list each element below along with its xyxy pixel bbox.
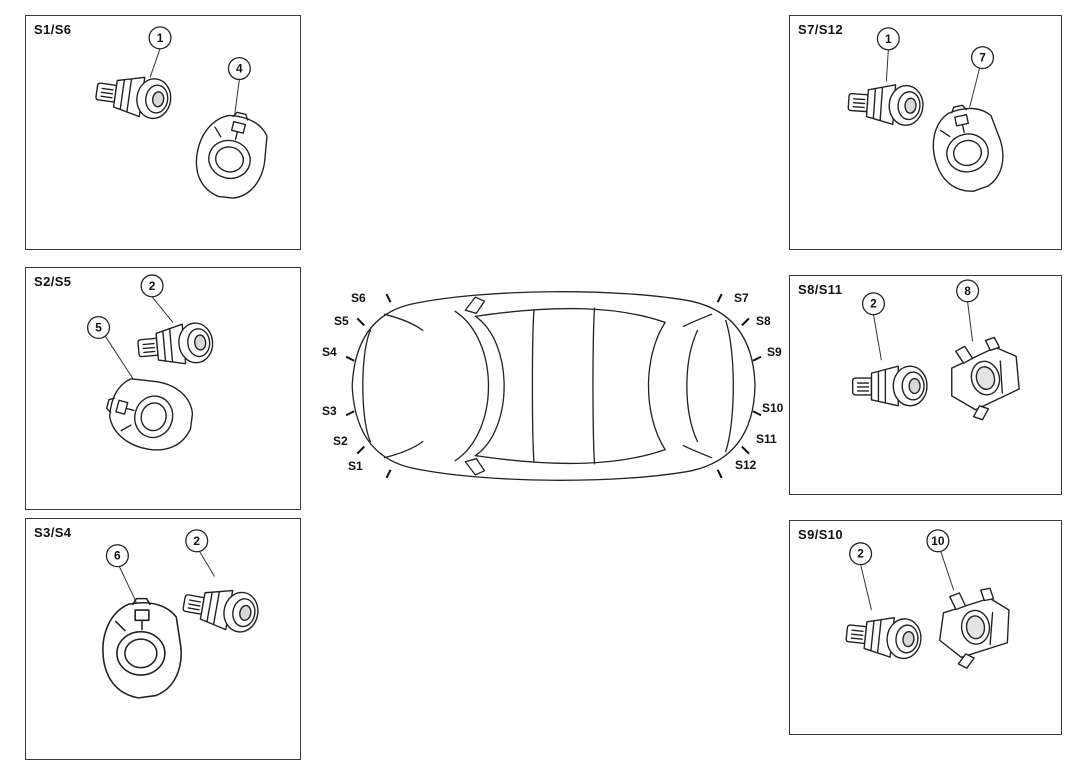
svg-text:2: 2 (857, 547, 864, 561)
panel-s2-s5: S2/S5 2 5 (25, 267, 301, 510)
sensor-illustration (180, 581, 262, 636)
panel-s3-s4-label: S3/S4 (34, 525, 72, 540)
car-sensor-label-s1: S1 (348, 459, 363, 473)
car-sensor-label-s4: S4 (322, 345, 337, 359)
car-sensor-label-s3: S3 (322, 404, 337, 418)
svg-text:2: 2 (193, 534, 200, 548)
car-sensor-label-s10: S10 (762, 401, 784, 415)
bracket-illustration (935, 581, 1016, 674)
panel-s1-s6-label: S1/S6 (34, 22, 72, 37)
panel-s2-s5-label: S2/S5 (34, 274, 72, 289)
panel-s9-s10-label: S9/S10 (798, 527, 844, 542)
callout-10: 10 (926, 529, 950, 553)
panel-s7-s12-label: S7/S12 (798, 22, 844, 37)
sensor-illustration (93, 70, 174, 122)
car-sensor-label-s7: S7 (734, 291, 749, 305)
sensor-illustration (846, 80, 925, 128)
car-sensor-label-s12: S12 (735, 458, 757, 472)
bracket-illustration (102, 597, 182, 699)
svg-text:1: 1 (157, 31, 164, 45)
callout-4: 4 (227, 56, 251, 81)
callout-2: 2 (861, 292, 886, 316)
panel-s1-s6-illustration: 1 4 (93, 26, 276, 207)
panel-s9-s10-illustration: 2 10 (844, 529, 1016, 674)
callout-2: 2 (140, 274, 164, 298)
panel-s8-s11-illustration: 2 8 (851, 279, 1020, 421)
bracket-illustration (187, 104, 276, 207)
sensor-illustration (136, 320, 215, 369)
svg-text:1: 1 (885, 32, 892, 46)
car-sensor-label-s6: S6 (351, 291, 366, 305)
panel-s3-s4-illustration: 6 2 (102, 529, 262, 699)
callout-1: 1 (148, 26, 172, 50)
callout-5: 5 (86, 315, 111, 340)
svg-text:2: 2 (870, 297, 877, 311)
callout-8: 8 (956, 279, 980, 303)
svg-text:8: 8 (964, 284, 971, 298)
car-sensor-label-s2: S2 (333, 434, 348, 448)
sensor-illustration (844, 612, 924, 661)
panel-s8-s11-label: S8/S11 (798, 282, 843, 297)
car-top-view: S6 S5 S4 S3 S2 S1 S7 S8 S9 S10 S11 S12 (315, 280, 783, 495)
car-sensor-label-s11: S11 (756, 432, 777, 446)
svg-text:5: 5 (95, 320, 102, 334)
panel-s8-s11: S8/S11 2 8 (789, 275, 1062, 495)
svg-text:2: 2 (149, 279, 156, 293)
car-sensor-label-s9: S9 (767, 345, 782, 359)
panel-s7-s12-illustration: 1 7 (846, 27, 1011, 199)
callout-2: 2 (849, 542, 873, 566)
callout-6: 6 (105, 544, 129, 568)
svg-text:6: 6 (114, 549, 121, 563)
sensor-illustration (851, 365, 928, 407)
car-sensor-label-s5: S5 (334, 314, 349, 328)
panel-s2-s5-illustration: 2 5 (86, 274, 215, 460)
bracket-illustration (951, 336, 1020, 421)
panel-s7-s12: S7/S12 1 7 (789, 15, 1062, 250)
callout-1: 1 (876, 27, 900, 51)
panel-s3-s4: S3/S4 6 2 (25, 518, 301, 760)
bracket-illustration (98, 369, 201, 460)
svg-text:4: 4 (236, 62, 243, 76)
svg-text:10: 10 (931, 534, 945, 548)
callout-2: 2 (185, 529, 209, 553)
svg-text:7: 7 (979, 51, 986, 65)
panel-s9-s10: S9/S10 2 10 (789, 520, 1062, 735)
callout-7: 7 (970, 46, 995, 70)
bracket-illustration (924, 98, 1011, 199)
car-sensor-label-s8: S8 (756, 314, 771, 328)
panel-s1-s6: S1/S6 1 4 (25, 15, 301, 250)
car-outline-illustration (345, 291, 762, 481)
